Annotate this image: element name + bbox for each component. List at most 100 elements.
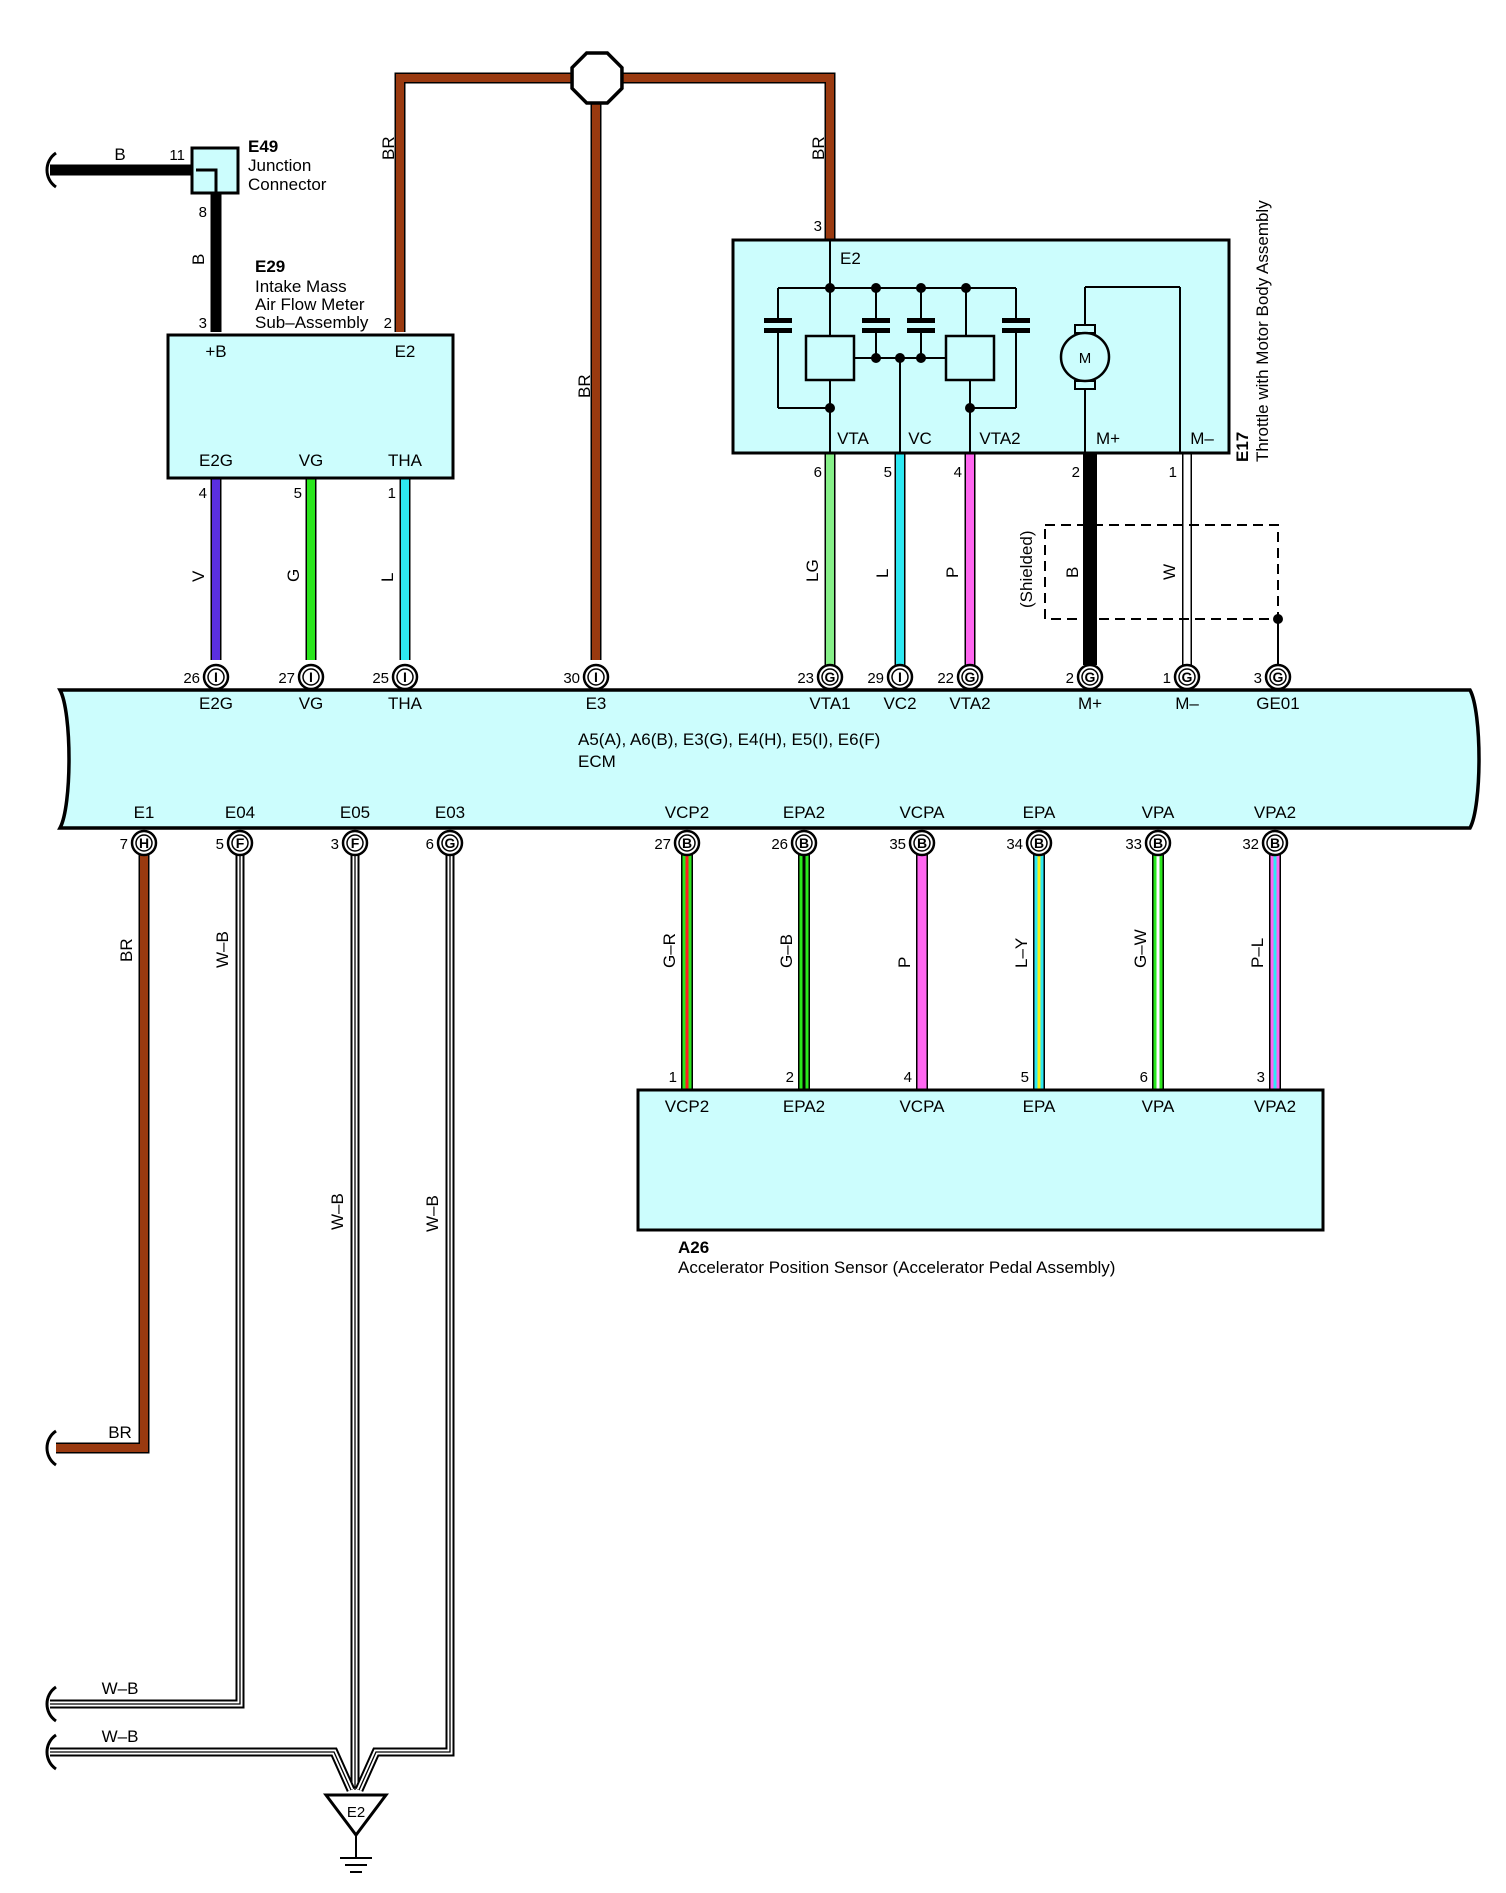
- pin-a26-w-vcpa: 4: [904, 1069, 912, 1086]
- wires-layer: [45, 72, 1283, 1792]
- connector-e2g-top-letter: I: [214, 669, 218, 685]
- e17-terminal-vta: VTA: [837, 429, 869, 448]
- a26-terminal-w-vcpa: VCPA: [899, 1097, 945, 1116]
- e17-terminal-vta2: VTA2: [979, 429, 1020, 448]
- connector-vta1-top-inner: [821, 668, 839, 686]
- e29-name-line-3: Sub–Assembly: [255, 313, 369, 332]
- shield-outline: [1044, 524, 1279, 620]
- wire-color-l-tha: L: [378, 573, 397, 582]
- wire-color-wb-e04: W–B: [213, 931, 232, 968]
- ecm-terminal-w-mplus: M+: [1078, 694, 1102, 713]
- e17-terminal-vc: VC: [908, 429, 932, 448]
- p-vcpa-wire-stripe: [920, 845, 924, 1090]
- ecm-name: ECM: [578, 752, 616, 771]
- pin-e29-1: 1: [388, 485, 396, 502]
- e49-code: E49: [248, 137, 278, 156]
- e17-cap-4-plate1: [1002, 318, 1030, 323]
- pin-ecm-w-vcpa: 35: [889, 836, 906, 853]
- ecm-terminal-w-vpa: VPA: [1142, 803, 1175, 822]
- a26-code: A26: [678, 1238, 709, 1257]
- e29-terminal-e2g: E2G: [199, 451, 233, 470]
- connector-vpa-bottom-letter: B: [1153, 835, 1163, 851]
- br-e1-wire-edge: [56, 845, 150, 1454]
- pin-ecm-w-vc2: 29: [867, 670, 884, 687]
- wire-color-w-vcpa: P: [895, 957, 914, 968]
- pin-ecm-w-e3-ecm: 30: [563, 670, 580, 687]
- pin-ecm-w-mminus: 1: [1163, 670, 1171, 687]
- shielded-label: (Shielded): [1017, 531, 1036, 609]
- ecm-terminal-w-e04: E04: [225, 803, 255, 822]
- connector-vcpa-bottom-letter: B: [917, 835, 927, 851]
- e29-name-line-1: Intake Mass: [255, 277, 347, 296]
- ecm-terminal-w-e3-ecm: E3: [586, 694, 607, 713]
- connector-vg-top-inner: [302, 668, 320, 686]
- e17-terminal-e2: E2: [840, 249, 861, 268]
- pin-ecm-w-vpa: 33: [1125, 836, 1142, 853]
- e17-box: [731, 238, 1231, 455]
- connector-e3-top-letter: I: [594, 669, 598, 685]
- pin-ecm-w-ge01: 3: [1254, 670, 1262, 687]
- e17-vta2-dot: [965, 403, 975, 413]
- e49-name-line-2: Connector: [248, 175, 327, 194]
- pin-ecm-w-mplus: 2: [1066, 670, 1074, 687]
- wire-color-w: W: [1160, 564, 1179, 580]
- wire-color-w-vcp2: G–R: [660, 933, 679, 968]
- ecm-terminal-w-vc2: VC2: [883, 694, 916, 713]
- e29-terminal-vg: VG: [299, 451, 324, 470]
- connector-vg-top-letter: I: [309, 669, 313, 685]
- ecm-terminal-w-epa2: EPA2: [783, 803, 825, 822]
- connector-m-top-letter: G: [1182, 669, 1193, 685]
- e17-vc-dot-1: [871, 353, 881, 363]
- connector-e05-bottom-letter: F: [351, 835, 360, 851]
- wire-color-l-vc2: L: [873, 569, 892, 578]
- connector-e3-top-inner: [587, 668, 605, 686]
- e29-code: E29: [255, 257, 285, 276]
- pin-e17-2: 2: [1072, 464, 1080, 481]
- pin-ecm-w-tha: 25: [372, 670, 389, 687]
- ecm-terminal-w-e03: E03: [435, 803, 465, 822]
- connector-vc2-top-letter: I: [898, 669, 902, 685]
- connector-epa-bottom-letter: B: [1034, 835, 1044, 851]
- ecm-terminal-w-vcpa: VCPA: [899, 803, 945, 822]
- a26-box: [636, 1088, 1325, 1232]
- pin-e17-3: 3: [814, 218, 822, 235]
- e17-cap-3-plate1: [907, 318, 935, 323]
- ecm-terminal-w-epa: EPA: [1023, 803, 1056, 822]
- pin-ecm-w-e05: 3: [331, 836, 339, 853]
- pin-ecm-w-vta2: 22: [937, 670, 954, 687]
- a26-terminal-w-epa2: EPA2: [783, 1097, 825, 1116]
- connector-vta1-top-letter: G: [825, 669, 836, 685]
- connector-e1-bottom-inner: [135, 834, 153, 852]
- e29-box: [166, 333, 455, 480]
- text-layer: I26E2GI27VGI25THAI30E3G23VTA1I29VC2G22VT…: [102, 136, 1300, 1821]
- connector-vpa2-bottom-letter: B: [1270, 835, 1280, 851]
- shield-drain-dot: [1273, 614, 1283, 624]
- e29-terminal-e2: E2: [395, 342, 416, 361]
- ecm-terminal-w-vcp2: VCP2: [665, 803, 709, 822]
- a26-terminal-w-vcp2: VCP2: [665, 1097, 709, 1116]
- wire-end-label-wb-2: W–B: [102, 1727, 139, 1746]
- e17-cap-1-plate2: [764, 328, 792, 333]
- e17-vc-dot-3: [916, 353, 926, 363]
- gw-vpa-wire-stripe: [1156, 845, 1160, 1090]
- gr-vcp2-wire-stripe: [685, 845, 689, 1090]
- ecm-terminal-w-tha: THA: [388, 694, 423, 713]
- wire-end-label-wb-1: W–B: [102, 1679, 139, 1698]
- e17-vta-dot: [825, 403, 835, 413]
- ground-label: E2: [347, 1804, 365, 1821]
- pl-vpa2-wire-stripe: [1273, 845, 1277, 1090]
- connector-e03-bottom-letter: G: [445, 835, 456, 851]
- connector-e1-bottom-letter: H: [139, 835, 149, 851]
- e17-name: Throttle with Motor Body Assembly: [1253, 200, 1272, 462]
- pin-ecm-w-epa2: 26: [771, 836, 788, 853]
- wire-color-v: V: [189, 570, 208, 582]
- wire-color-b-in: B: [114, 145, 125, 164]
- connector-e04-bottom-inner: [231, 834, 249, 852]
- b-wire-break: [45, 151, 57, 189]
- pin-e17-1: 1: [1169, 464, 1177, 481]
- br-e17-e2-wire: [621, 74, 834, 240]
- pin-a26-w-vcp2: 1: [669, 1069, 677, 1086]
- pin-e49-8: 8: [199, 204, 207, 221]
- splice-point: [570, 51, 624, 105]
